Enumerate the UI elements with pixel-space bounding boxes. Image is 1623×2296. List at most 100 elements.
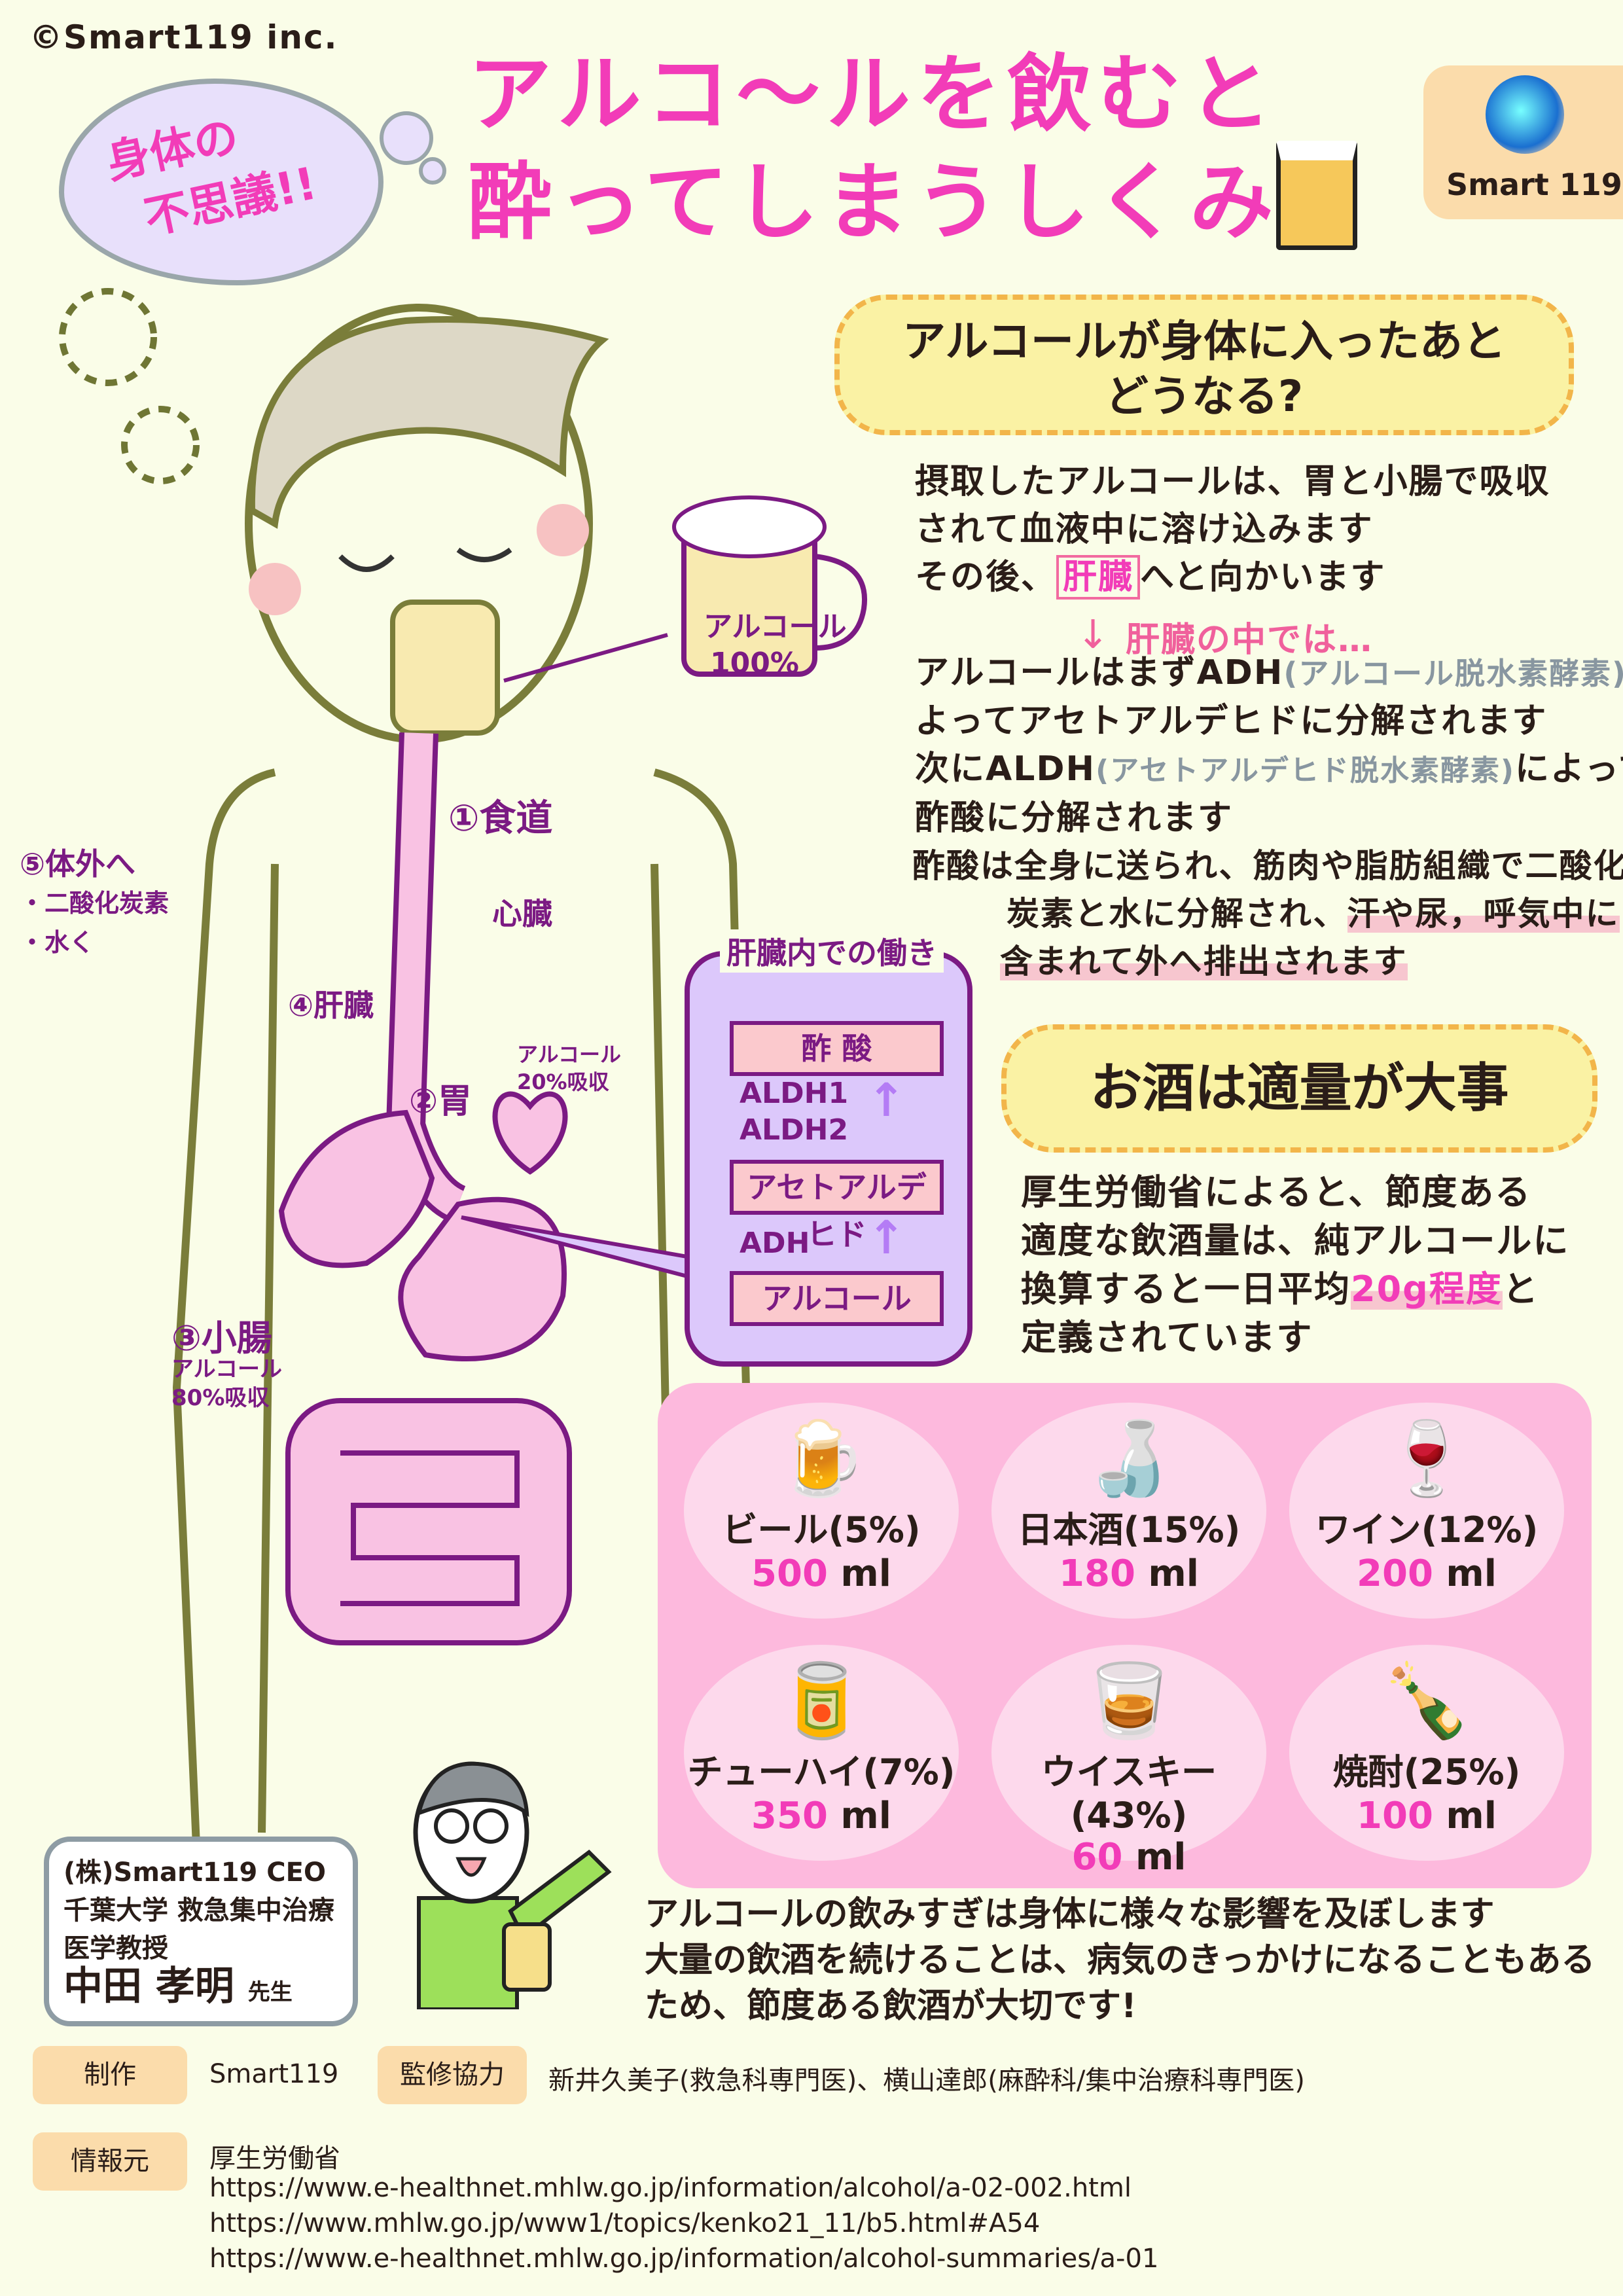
arrow-up-icon: ↑ xyxy=(867,1211,906,1265)
drinks-panel: 🍺 ビール(5%) 500 ml 🍶 日本酒(15%) 180 ml 🍷 ワイン… xyxy=(658,1383,1592,1888)
closed-eyes xyxy=(338,547,512,572)
liver-highlight: 肝臓 xyxy=(1056,555,1141,600)
explanation-line: 含まれて外へ排出されます xyxy=(1000,938,1623,986)
beer-foam xyxy=(672,495,827,558)
mug-label-line1: アルコール xyxy=(704,610,847,643)
page-title-line2: 酔ってしまうしくみ xyxy=(468,154,1280,251)
mug-label: アルコール 100% xyxy=(704,609,847,682)
stomach-note-line2: 20%吸収 xyxy=(517,1069,609,1094)
drink-amount: 500 ml xyxy=(684,1552,959,1595)
aldh2-label: ALDH2 xyxy=(740,1113,849,1147)
text: 換算すると一日平均 xyxy=(1021,1268,1351,1310)
explanation-line: 酢酸は全身に送られ、筋肉や脂肪組織で二酸化 xyxy=(912,847,1623,885)
page-title-line1: アルコ〜ルを飲むと xyxy=(468,46,1279,143)
chuhai-can-icon: 🥫 xyxy=(776,1659,866,1742)
question-line2: どうなる? xyxy=(1105,371,1304,422)
body-figure xyxy=(59,288,868,1846)
source-url-3[interactable]: https://www.e-healthnet.mhlw.go.jp/infor… xyxy=(209,2244,1159,2274)
stomach-organ xyxy=(398,1196,567,1361)
mug-label-line2: 100% xyxy=(710,647,799,680)
ceo-honorific: 先生 xyxy=(247,1979,293,2005)
copyright-text: ©Smart119 inc. xyxy=(29,18,338,56)
thought-puff xyxy=(419,157,446,185)
doctor-illustration xyxy=(413,1761,612,2009)
mug-pointer-line xyxy=(503,633,668,683)
amount-unit: ml xyxy=(1135,1836,1186,1878)
ceo-name-text: 中田 孝明 xyxy=(63,1964,234,2009)
drink-amount: 350 ml xyxy=(684,1795,959,1837)
doctor-hair xyxy=(416,1761,529,1818)
amount-value: 100 xyxy=(1357,1795,1433,1837)
amount-highlight: 20g程度 xyxy=(1351,1268,1503,1310)
exit-title: ⑤体外へ xyxy=(20,846,135,882)
alcohol-box: アルコール xyxy=(730,1271,944,1326)
esophagus-label: ①食道 xyxy=(448,797,553,840)
adh-gloss: (アルコール脱水素酵素) xyxy=(1283,656,1623,691)
ceo-affiliation: 千葉大学 救急集中治療 xyxy=(63,1895,334,1926)
acetaldehyde-box: アセトアルデヒド xyxy=(730,1160,944,1252)
amount-unit: ml xyxy=(840,1795,891,1837)
produced-badge: 制作 xyxy=(33,2046,187,2104)
drink-amount: 60 ml xyxy=(991,1836,1266,1878)
text: と xyxy=(1502,1268,1539,1310)
text: 次にALDH xyxy=(915,749,1096,789)
drink-card-chuhai: 🥫 チューハイ(7%) 350 ml xyxy=(684,1645,959,1861)
exit-item-water: ・水く xyxy=(20,928,95,957)
ceo-speech-bubble: (株)Smart119 CEO 千葉大学 救急集中治療 医学教授 中田 孝明 先… xyxy=(44,1837,358,2026)
stomach-note: アルコール 20%吸収 xyxy=(517,1041,621,1096)
closing-message: アルコールの飲みすぎは身体に様々な影響を及ぼします 大量の飲酒を続けることは、病… xyxy=(645,1892,1595,2029)
intestine-note: アルコール 80%吸収 xyxy=(171,1355,282,1412)
explanation-line: よってアセトアルデヒドに分解されます xyxy=(915,702,1548,741)
hair xyxy=(248,316,609,529)
torso-outline xyxy=(172,768,751,1846)
ceo-title: (株)Smart119 CEO xyxy=(63,1857,326,1888)
glass-at-mouth xyxy=(390,600,500,736)
sake-bottle-icon: 🍶 xyxy=(1084,1416,1174,1500)
drink-card-sake: 🍶 日本酒(15%) 180 ml xyxy=(991,1403,1266,1619)
question-bubble: アルコールが身体に入ったあと どうなる? xyxy=(834,295,1574,435)
beer-mug-icon xyxy=(1276,141,1357,250)
drink-amount: 180 ml xyxy=(991,1552,1266,1595)
explanation-line: されて血液中に溶け込みます xyxy=(915,510,1374,549)
text: その後、 xyxy=(915,558,1057,597)
supervised-badge: 監修協力 xyxy=(378,2046,527,2104)
intestine-note-line1: アルコール xyxy=(171,1356,282,1382)
drink-name: 焼酎(25%) xyxy=(1332,1751,1521,1793)
acetic-acid-box: 酢 酸 xyxy=(730,1021,944,1076)
amount-unit: ml xyxy=(1446,1795,1497,1837)
drink-name: ビール(5%) xyxy=(722,1509,921,1551)
moderate-line: 定義されています xyxy=(1021,1317,1313,1358)
supervised-value: 新井久美子(救急科専門医)、横山達郎(麻酔科/集中治療科専門医) xyxy=(548,2066,1305,2096)
cheek xyxy=(249,563,301,615)
thought-puff xyxy=(380,111,433,165)
aldh1-label: ALDH1 xyxy=(740,1077,849,1110)
amount-value: 180 xyxy=(1059,1552,1135,1595)
smart119-logo-icon xyxy=(1486,75,1564,154)
source-org: 厚生労働省 xyxy=(209,2144,340,2174)
explanation-line: アルコールはまずADH(アルコール脱水素酵素)に xyxy=(915,649,1623,698)
source-url-2[interactable]: https://www.mhlw.go.jp/www1/topics/kenko… xyxy=(209,2208,1041,2238)
explanation-line: 次にALDH(アセトアルデヒド脱水素酵素)によって xyxy=(915,745,1623,795)
moderate-line: 厚生労働省によると、節度ある xyxy=(1021,1172,1532,1213)
moderate-text: 厚生労働省によると、節度ある 適度な飲酒量は、純アルコールに 換算すると一日平均… xyxy=(1021,1168,1569,1362)
source-url-1[interactable]: https://www.e-healthnet.mhlw.go.jp/infor… xyxy=(209,2173,1132,2203)
drink-card-shochu: 🍾 焼酎(25%) 100 ml xyxy=(1289,1645,1564,1861)
closing-line: 大量の飲酒を続けることは、病気のきっかけになることもある xyxy=(645,1941,1596,1980)
amount-unit: ml xyxy=(1148,1552,1199,1595)
question-line1: アルコールが身体に入ったあと xyxy=(902,316,1507,367)
drink-name: 日本酒(15%) xyxy=(1017,1509,1241,1551)
aldh-gloss: (アセトアルデヒド脱水素酵素) xyxy=(1096,754,1515,787)
ceo-position: 医学教授 xyxy=(63,1933,168,1964)
intestine-note-line2: 80%吸収 xyxy=(171,1385,270,1411)
drink-card-wine: 🍷 ワイン(12%) 200 ml xyxy=(1289,1403,1564,1619)
glasses-icon xyxy=(434,1808,469,1844)
drink-name: ワイン(12%) xyxy=(1315,1509,1539,1551)
stomach-note-line1: アルコール xyxy=(517,1042,622,1067)
heart-organ xyxy=(492,1091,568,1175)
explanation-line: 炭素と水に分解され、汗や尿，呼気中に xyxy=(1007,890,1623,938)
cheek xyxy=(537,504,589,556)
thought-dot xyxy=(59,288,157,386)
moderate-heading: お酒は適量が大事 xyxy=(1001,1024,1597,1153)
aldh-labels: ALDH1 ALDH2 xyxy=(740,1075,848,1149)
explanation-text: 摂取したアルコールは、胃と小腸で吸収 されて血液中に溶け込みます その後、肝臓へ… xyxy=(912,458,1623,986)
